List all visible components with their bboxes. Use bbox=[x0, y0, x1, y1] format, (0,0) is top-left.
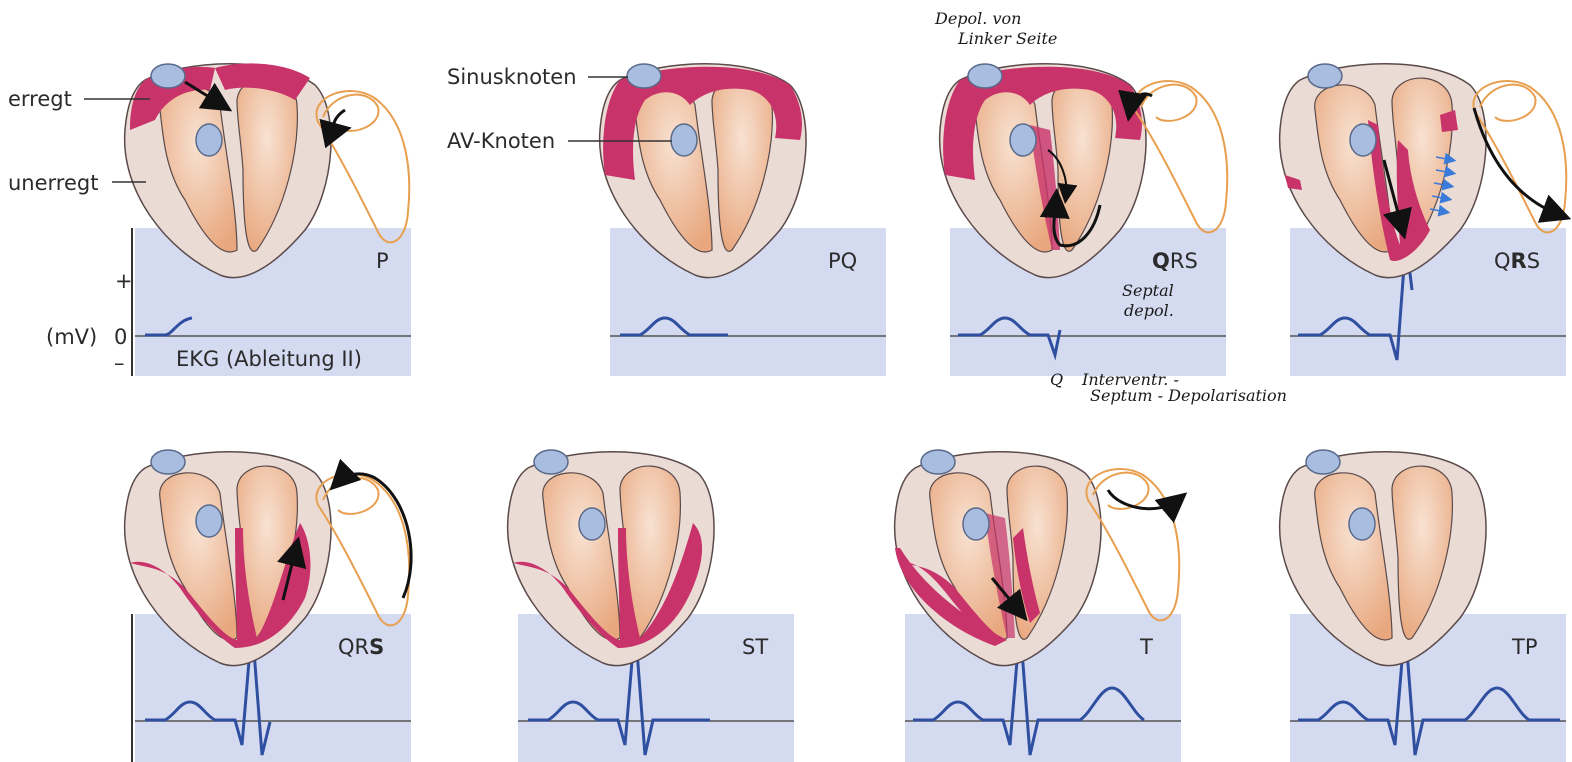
note-septum-depol: Septum - Depolarisation bbox=[1090, 386, 1287, 405]
note-linker-seite: Linker Seite bbox=[957, 29, 1057, 48]
panel-tp: TP bbox=[1280, 450, 1566, 762]
axis-minus: – bbox=[114, 351, 125, 375]
sinus-node bbox=[968, 64, 1002, 88]
sinus-node bbox=[151, 450, 185, 474]
panel-p: P erregt unerregt + (mV) 0 – EKG (Ableit… bbox=[8, 63, 411, 376]
note-septal: Septal bbox=[1122, 281, 1174, 300]
panel-r: QRS bbox=[1280, 64, 1567, 376]
note-depol-short: depol. bbox=[1124, 301, 1174, 320]
axis-unit: (mV) bbox=[46, 325, 97, 349]
note-q: Q bbox=[1050, 370, 1063, 389]
label-erregt: erregt bbox=[8, 87, 72, 111]
sinus-node bbox=[151, 64, 185, 88]
vector-loop bbox=[1473, 81, 1566, 232]
axis-plus: + bbox=[115, 269, 133, 293]
av-node bbox=[671, 124, 697, 156]
sinus-node bbox=[921, 450, 955, 474]
sinus-node bbox=[627, 64, 661, 88]
panel-q: QRS Depol. von Linker Seite Septal depol… bbox=[934, 9, 1287, 405]
phase-label: P bbox=[376, 249, 389, 273]
sinus-node bbox=[1308, 64, 1342, 88]
av-node bbox=[196, 124, 222, 156]
phase-label: TP bbox=[1511, 635, 1538, 659]
panel-t: T bbox=[895, 450, 1181, 762]
av-node bbox=[963, 508, 989, 540]
phase-label: PQ bbox=[828, 249, 857, 273]
label-sinusknoten: Sinusknoten bbox=[447, 65, 577, 89]
phase-label: QRS bbox=[1152, 249, 1198, 273]
vector-loop bbox=[1134, 81, 1227, 232]
ekg-title: EKG (Ableitung II) bbox=[176, 347, 362, 371]
panel-st: ST bbox=[508, 450, 794, 762]
sinus-node bbox=[534, 450, 568, 474]
label-unerregt: unerregt bbox=[8, 171, 98, 195]
panel-pq: Sinusknoten AV-Knoten PQ bbox=[447, 64, 886, 376]
phase-label: T bbox=[1139, 635, 1153, 659]
phase-label: QRS bbox=[1494, 249, 1540, 273]
vector-loop bbox=[316, 91, 409, 242]
label-av-knoten: AV-Knoten bbox=[447, 129, 555, 153]
av-node bbox=[1349, 508, 1375, 540]
panel-s: QRS bbox=[125, 450, 411, 762]
note-depol: Depol. von bbox=[934, 9, 1021, 28]
av-node bbox=[579, 508, 605, 540]
phase-label: QRS bbox=[338, 635, 384, 659]
av-node bbox=[1350, 124, 1376, 156]
av-node bbox=[196, 505, 222, 537]
phase-label: ST bbox=[742, 635, 768, 659]
av-node bbox=[1010, 124, 1036, 156]
sinus-node bbox=[1306, 450, 1340, 474]
axis-zero: 0 bbox=[114, 325, 127, 349]
